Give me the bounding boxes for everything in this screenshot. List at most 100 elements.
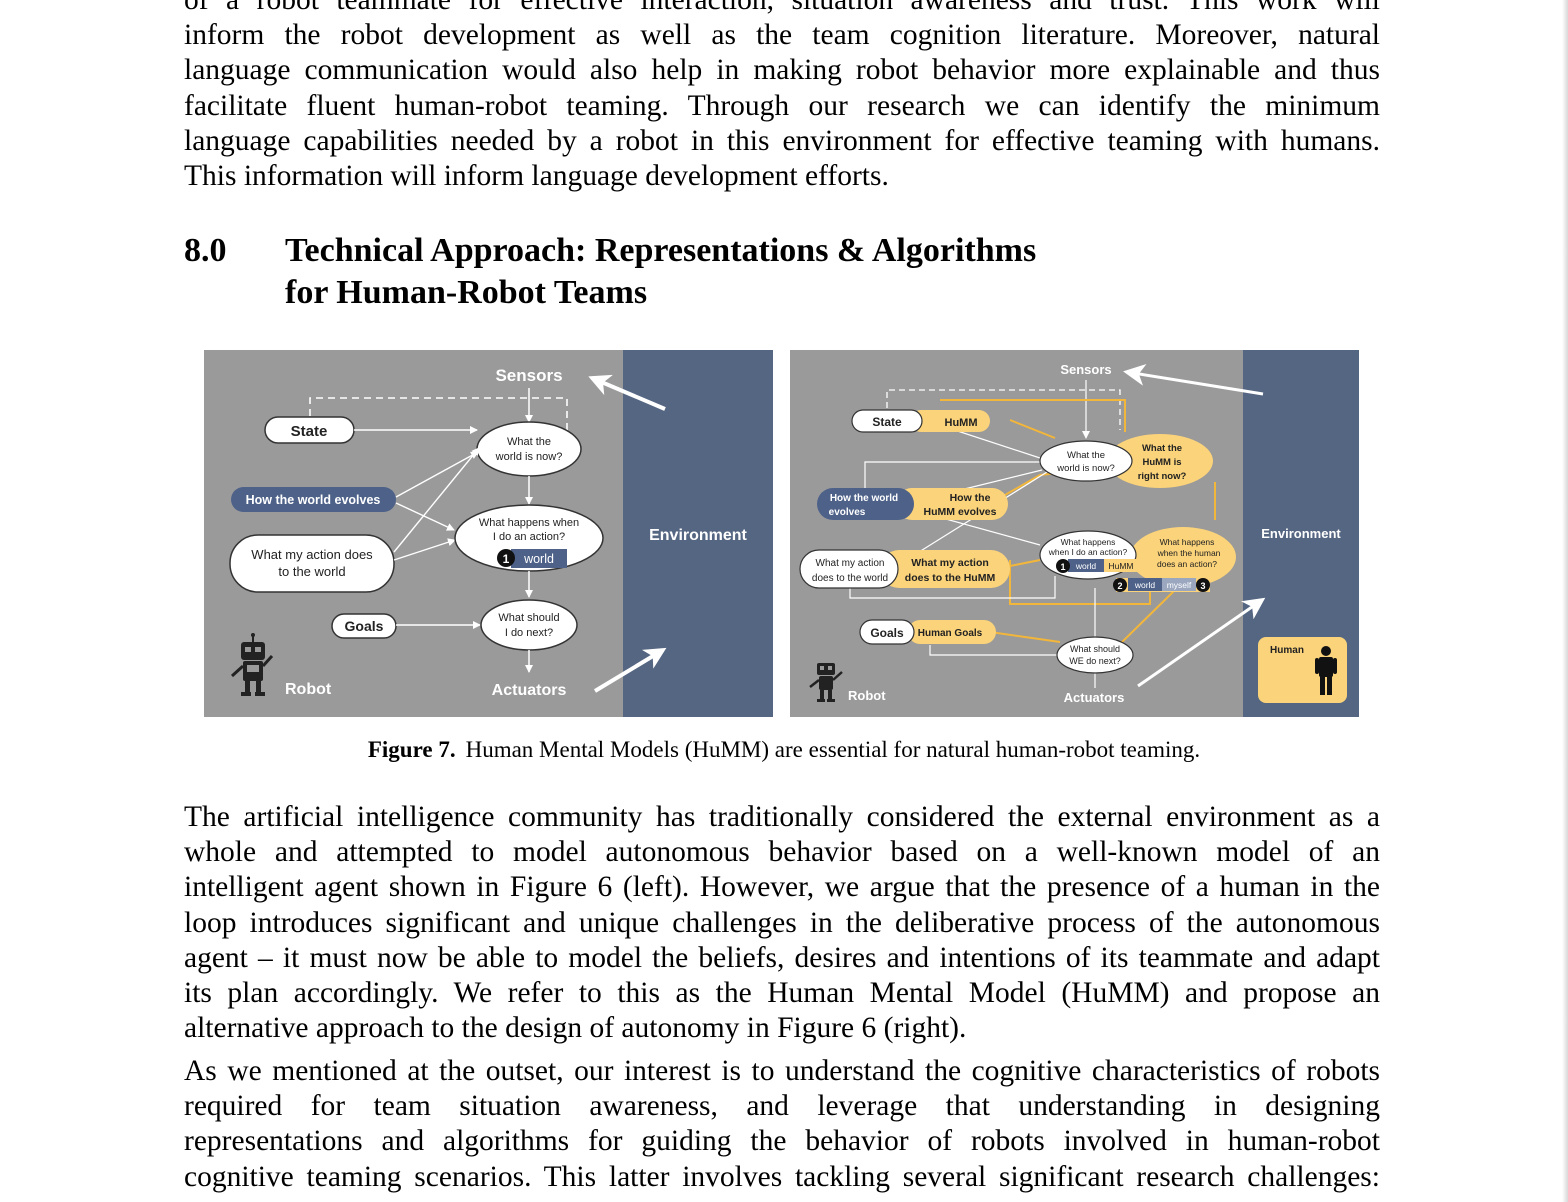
figure-caption-label: Figure 7. [367,737,456,762]
humm-evolves-line-2: HuMM evolves [924,506,997,518]
text-line: loop introduces significant and unique c… [184,906,1380,939]
text-line: of a robot teammate for effective intera… [184,0,1380,16]
goals-label: Goals [870,626,904,640]
world-tag-2 [1128,578,1162,591]
world-evolves-line-1: How the world [830,493,898,504]
actuators-arrow [593,647,667,693]
action-world-line-2: does to the world [812,573,888,584]
humm-now-node [1107,434,1213,488]
actuators-label: Actuators [1064,690,1125,705]
myself-tag-label: myself [1167,580,1192,590]
text-line: inform the robot development as well as … [184,19,1380,52]
text-line: As we mentioned at the outset, our inter… [184,1055,1380,1087]
robot-label: Robot [848,688,886,703]
text-line: This information will inform language de… [184,160,889,193]
sensors-label: Sensors [495,366,562,385]
text-line: facilitate fluent human-robot teaming. T… [184,89,1380,122]
next-node [1056,636,1134,674]
world-evolves-box [817,488,914,520]
world-evolves-box [231,487,396,512]
text-line: required for team situation awareness, a… [184,1090,1380,1123]
humm-tag [1104,559,1138,572]
sensors-arrow [1123,364,1264,396]
section-title-line-1: Technical Approach: Representations & Al… [285,232,1037,269]
humm-evolves-line-1: How the [950,492,991,504]
environment-label: Environment [1261,526,1341,541]
goals-box [331,613,397,639]
badge-2 [1113,578,1127,592]
sensors-label: Sensors [1060,362,1111,377]
world-evolves-line-2: evolves [829,507,866,518]
action-world-line-1: What my action [816,558,885,569]
badge-1 [497,549,515,567]
figure-left-panel: Environment Sensors State What the world… [204,350,773,717]
badge-1-label: 1 [503,552,510,566]
evolves-to-happens-arrow [395,502,455,531]
figure-right-panel: Environment Sensors [790,350,1359,717]
text-line: The artificial intelligence community ha… [184,801,1380,833]
sensors-arrow [588,374,666,411]
state-feedback-dashed [309,397,568,430]
humm-label: HuMM [945,417,978,429]
human-action-node [1130,527,1236,587]
figure-caption: Figure 7.Human Mental Models (HuMM) are … [0,735,1568,765]
action-does-line-1: What my action does [251,547,373,562]
humm-tag-label: HuMM [1108,561,1133,571]
environment-label: Environment [649,527,747,544]
section-number: 8.0 [184,232,227,269]
humm-now-line-2: HuMM is [1142,457,1181,468]
humm-evolves-box [896,488,1008,520]
action-does-box [229,534,395,593]
robot-icon [809,663,843,702]
human-action-line-2: when the human [1157,548,1221,558]
text-line: cognitive teaming scenarios. This latter… [184,1160,1380,1193]
badge-3-label: 3 [1200,581,1205,591]
text-line: intelligent agent shown in Figure 6 (lef… [184,871,1380,904]
world-now-line-1: What the [507,436,551,448]
badge-1 [1056,559,1070,573]
text-line: representations and algorithms for guidi… [184,1125,1380,1158]
actuators-label: Actuators [492,682,567,699]
badge-1-label: 1 [1060,562,1065,572]
state-label: State [872,415,902,429]
action-humm-box [880,550,1010,588]
world-tag [1068,559,1104,572]
next-line-2: I do next? [505,627,553,639]
human-goals-label: Human Goals [918,628,983,639]
world-flow-lines [849,420,1096,688]
humm-now-line-1: What the [1142,443,1182,454]
paragraph-3: As we mentioned at the outset, our inter… [184,1054,1380,1195]
badge-3 [1196,578,1210,592]
action-to-happens-arrow [393,538,456,561]
world-tag [511,549,567,568]
robot-label: Robot [285,681,332,698]
text-line: language communication would also help i… [184,54,1380,87]
next-line-2: WE do next? [1069,656,1121,666]
world-now-line-2: world is now? [1056,463,1115,474]
world-tag-2-label: world [1134,580,1156,590]
human-action-line-1: What happens [1160,537,1215,547]
text-line: alternative approach to the design of au… [184,1012,967,1045]
humm-flow-lines [940,399,1216,645]
badge-2-label: 2 [1117,581,1122,591]
happens-line-1: What happens when [479,517,579,529]
happens-line-2: I do an action? [493,531,565,543]
humm-state-box [910,410,990,432]
world-now-line-1: What the [1067,450,1105,461]
human-label: Human [1270,645,1304,656]
robot-icon [230,633,274,696]
section-title-line-2: for Human-Robot Teams [285,274,648,311]
action-world-box [799,549,899,589]
goals-box [859,619,915,645]
state-label: State [291,423,328,440]
humm-now-line-3: right now? [1138,471,1187,482]
happens-line-1: What happens [1061,537,1116,547]
happens-line-2: when I do an action? [1048,547,1128,557]
page-edge-shadow [1562,0,1568,1202]
state-feedback-dashed [886,389,1121,430]
world-evolves-label: How the world evolves [246,493,381,507]
world-now-node [1039,440,1133,482]
world-tag-label: world [523,552,554,566]
text-line: language capabilities needed by a robot … [184,124,1380,157]
